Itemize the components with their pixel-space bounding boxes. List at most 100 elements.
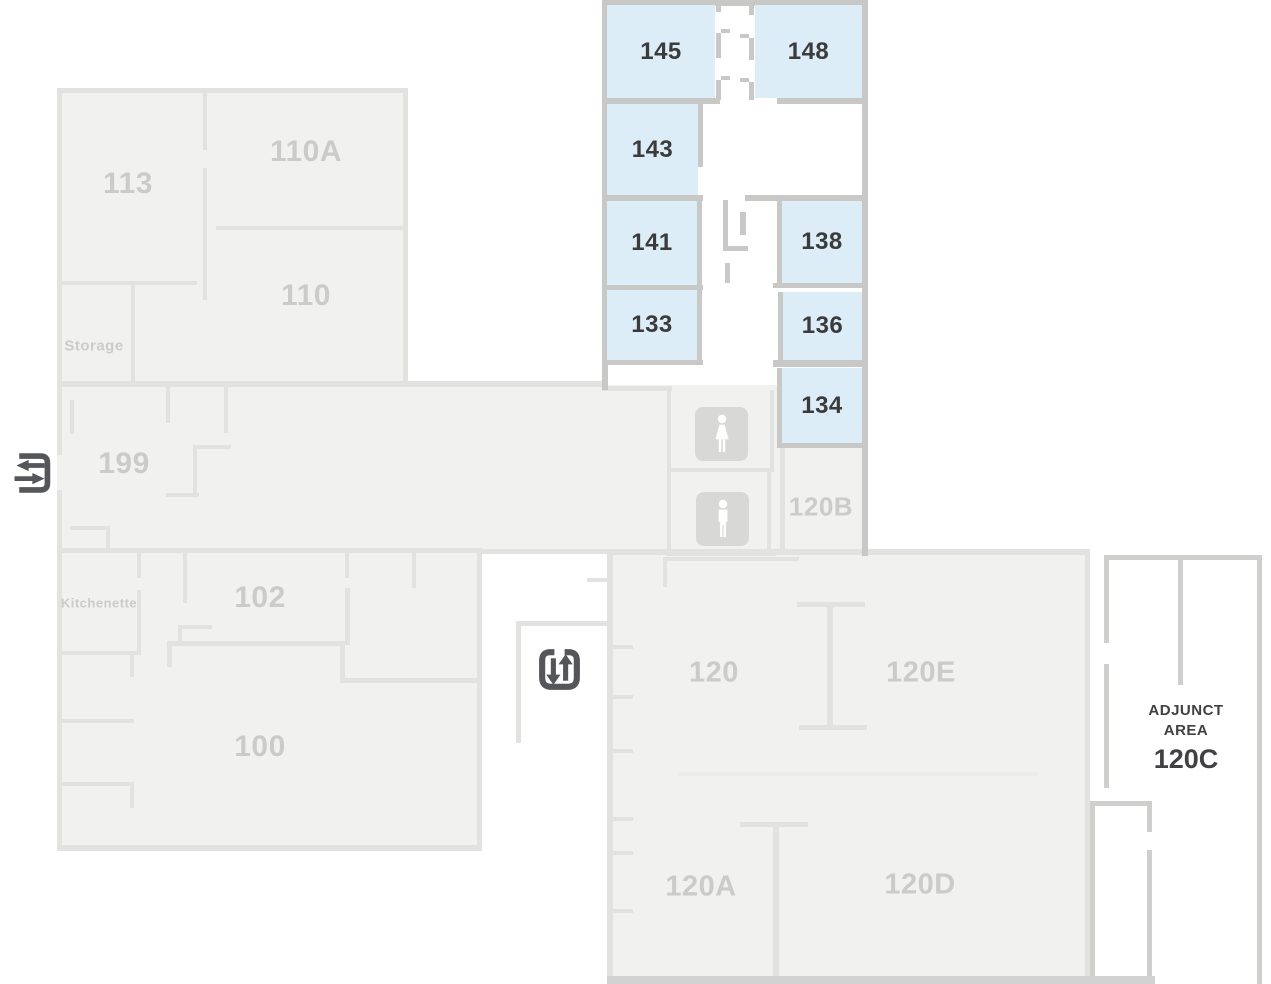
- adjunct-line1: ADJUNCT: [1148, 702, 1224, 719]
- wall-segment: [602, 386, 672, 391]
- room-fill: [57, 548, 480, 850]
- wall-segment: [106, 526, 110, 548]
- room-label-storage: Storage: [64, 337, 124, 355]
- wall-segment: [723, 246, 748, 251]
- wall-segment: [607, 549, 1090, 555]
- wall-segment: [57, 88, 408, 93]
- room-141[interactable]: 141: [607, 201, 697, 285]
- wall-segment: [716, 0, 721, 12]
- wall-segment: [773, 360, 868, 367]
- wall-segment: [516, 621, 610, 626]
- wall-segment: [602, 98, 720, 104]
- room-145[interactable]: 145: [607, 5, 715, 98]
- room-label-120b: 120B: [788, 491, 854, 522]
- room-label-110: 110: [281, 279, 331, 312]
- wall-segment: [749, 82, 754, 100]
- wall-segment: [178, 625, 182, 645]
- wall-segment: [697, 290, 702, 365]
- wall-segment: [130, 782, 134, 808]
- womens-restroom-icon: [695, 407, 748, 461]
- wall-segment: [667, 390, 671, 556]
- adjunct-area-label: ADJUNCT AREA 120C: [1148, 701, 1223, 775]
- wall-segment: [183, 548, 187, 603]
- room-143[interactable]: 143: [607, 104, 698, 195]
- wall-segment: [216, 226, 408, 230]
- wall-segment: [862, 0, 868, 556]
- wall-segment: [827, 607, 833, 729]
- wall-segment: [340, 641, 345, 683]
- wall-segment: [57, 381, 608, 387]
- wall-segment: [1090, 801, 1095, 984]
- wall-segment: [1178, 555, 1183, 685]
- wall-segment: [607, 976, 1155, 984]
- wall-segment: [777, 368, 782, 443]
- man-figure-icon: [718, 499, 727, 537]
- adjunct-line2: AREA: [1163, 722, 1209, 739]
- wall-segment: [70, 526, 110, 530]
- wall-segment: [670, 468, 770, 472]
- wall-segment: [613, 749, 633, 753]
- wall-segment: [57, 385, 62, 455]
- wall-segment: [345, 548, 349, 578]
- room-label-120e: 120E: [886, 656, 956, 689]
- wall-segment: [57, 88, 62, 385]
- room-148[interactable]: 148: [755, 5, 862, 98]
- wall-segment: [178, 625, 212, 629]
- wall-segment: [130, 651, 134, 677]
- wall-segment: [698, 103, 703, 167]
- wall-segment: [167, 641, 342, 646]
- wall-segment: [721, 76, 730, 80]
- room-label-120d: 120D: [884, 868, 956, 901]
- room-label-kitchenette: Kitchenette: [60, 595, 138, 611]
- wall-segment: [57, 651, 141, 655]
- room-134[interactable]: 134: [782, 368, 862, 443]
- wall-segment: [57, 548, 482, 553]
- wall-segment: [773, 827, 779, 984]
- room-138[interactable]: 138: [782, 201, 862, 283]
- wall-segment: [716, 80, 721, 100]
- wall-segment: [602, 360, 703, 365]
- wall-segment: [403, 88, 408, 385]
- wall-segment: [1104, 555, 1262, 560]
- wall-segment: [1085, 549, 1090, 984]
- wall-segment: [167, 641, 172, 667]
- wall-segment: [777, 443, 865, 448]
- room-fill: [610, 551, 1090, 984]
- wall-segment: [193, 445, 197, 497]
- wall-segment: [57, 782, 134, 786]
- room-fill: [57, 385, 785, 553]
- room-136[interactable]: 136: [783, 292, 862, 360]
- wall-segment: [740, 822, 808, 827]
- wall-segment: [345, 588, 350, 645]
- wall-segment: [166, 493, 199, 497]
- wall-segment: [613, 909, 633, 913]
- wall-segment: [137, 590, 141, 652]
- wall-segment: [587, 578, 610, 582]
- room-label-120a: 120A: [665, 870, 737, 903]
- white-cutout: [482, 552, 607, 984]
- wall-segment: [1257, 555, 1262, 984]
- wall-segment: [613, 645, 633, 649]
- wall-segment: [716, 33, 721, 58]
- wall-segment: [770, 390, 774, 472]
- wall-segment: [57, 845, 482, 851]
- wall-segment: [678, 772, 1038, 776]
- woman-figure-icon: [714, 414, 729, 452]
- wall-segment: [778, 292, 783, 360]
- wall-segment: [166, 385, 170, 423]
- wall-segment: [740, 34, 749, 38]
- wall-segment: [477, 548, 482, 850]
- wall-segment: [340, 678, 482, 683]
- wall-segment: [1090, 801, 1152, 806]
- wall-segment: [745, 195, 868, 201]
- wall-segment: [799, 725, 867, 730]
- wall-segment: [740, 78, 749, 82]
- wall-segment: [663, 557, 799, 561]
- wall-segment: [777, 200, 782, 283]
- room-133[interactable]: 133: [607, 290, 697, 360]
- wall-segment: [797, 602, 865, 607]
- wall-segment: [663, 557, 667, 587]
- wall-segment: [613, 817, 633, 821]
